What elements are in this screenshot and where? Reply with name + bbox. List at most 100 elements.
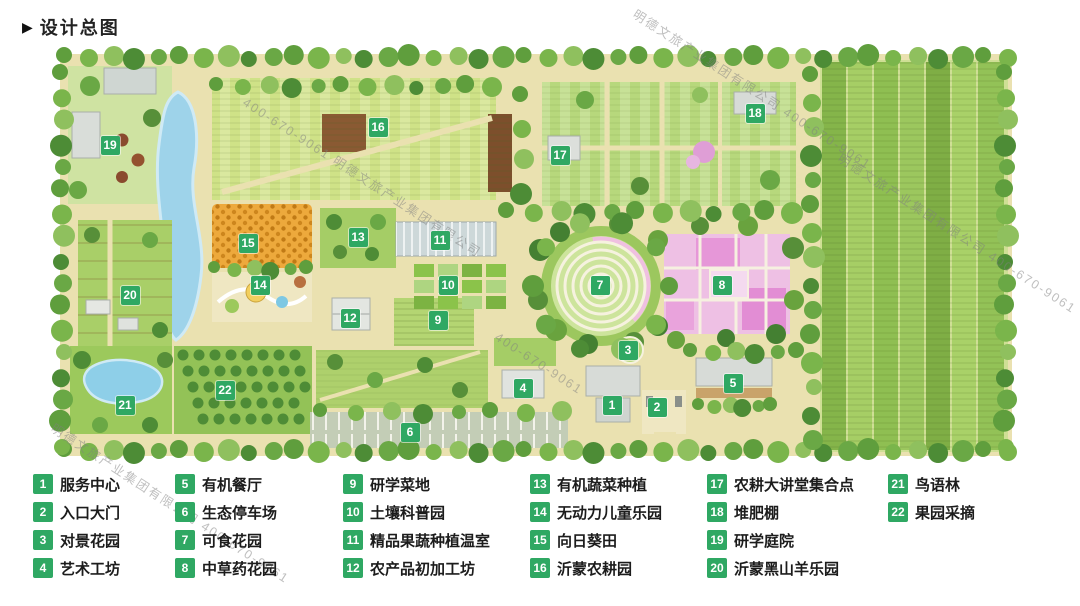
map-number-marker: 14 (250, 275, 270, 295)
legend-item: 1 服务中心 (33, 474, 120, 494)
map-number-marker: 15 (238, 233, 258, 253)
legend-item-number: 14 (530, 502, 550, 522)
legend-item-number: 10 (343, 502, 363, 522)
legend-item: 2 入口大门 (33, 502, 120, 522)
legend-item-number: 7 (175, 530, 195, 550)
map-number-marker: 10 (438, 275, 458, 295)
legend-item: 4 艺术工坊 (33, 558, 120, 578)
legend-item-label: 向日葵田 (557, 532, 618, 550)
legend-item-label: 艺术工坊 (60, 560, 121, 578)
zone-sunflower-field (212, 204, 312, 268)
map-number-marker: 3 (618, 340, 638, 360)
legend-item: 21 鸟语林 (888, 474, 975, 494)
legend-item: 7 可食花园 (175, 530, 277, 550)
legend-item-label: 可食花园 (202, 532, 263, 550)
legend-item-label: 精品果蔬种植温室 (370, 532, 491, 550)
legend-item: 6 生态停车场 (175, 502, 277, 522)
legend-item-label: 中草药花园 (202, 560, 278, 578)
map-number-marker: 19 (100, 135, 120, 155)
legend-item-number: 12 (343, 558, 363, 578)
map-number-marker: 18 (745, 103, 765, 123)
legend-item-number: 4 (33, 558, 53, 578)
legend-item-number: 22 (888, 502, 908, 522)
legend-item-number: 17 (707, 474, 727, 494)
legend-item-number: 6 (175, 502, 195, 522)
map-number-marker: 21 (115, 395, 135, 415)
legend-item-number: 15 (530, 530, 550, 550)
map-number-marker: 11 (430, 230, 450, 250)
trees-layer (49, 44, 1019, 464)
legend-item-label: 服务中心 (60, 476, 121, 494)
map-number-marker: 5 (723, 373, 743, 393)
legend-item: 9 研学菜地 (343, 474, 490, 494)
legend-item: 17 农耕大讲堂集合点 (707, 474, 854, 494)
legend-item-label: 土壤科普园 (370, 504, 446, 522)
legend-item-number: 3 (33, 530, 53, 550)
zone-study-courtyard (68, 66, 172, 204)
legend-column: 13 有机蔬菜种植 14 无动力儿童乐园 15 向日葵田 16 沂蒙农耕园 (530, 474, 662, 586)
legend-item: 15 向日葵田 (530, 530, 662, 550)
legend-item: 8 中草药花园 (175, 558, 277, 578)
legend-item-number: 8 (175, 558, 195, 578)
legend-item-number: 16 (530, 558, 550, 578)
map-number-marker: 12 (340, 308, 360, 328)
map-number-marker: 6 (400, 422, 420, 442)
zone-organic-vegetables (320, 208, 396, 268)
legend-item: 14 无动力儿童乐园 (530, 502, 662, 522)
legend-item: 18 堆肥棚 (707, 502, 854, 522)
legend-item: 10 土壤科普园 (343, 502, 490, 522)
service-center-building (585, 365, 641, 397)
legend-item-label: 农耕大讲堂集合点 (734, 476, 855, 494)
legend-column: 9 研学菜地 10 土壤科普园 11 精品果蔬种植温室 12 农产品初加工坊 (343, 474, 490, 586)
legend-item-label: 生态停车场 (202, 504, 278, 522)
map-number-marker: 1 (602, 395, 622, 415)
legend-item: 13 有机蔬菜种植 (530, 474, 662, 494)
legend-item-number: 11 (343, 530, 363, 550)
title-arrow-icon: ▶ (22, 19, 33, 35)
legend-item-number: 18 (707, 502, 727, 522)
map-number-marker: 4 (513, 378, 533, 398)
legend-item-number: 2 (33, 502, 53, 522)
map-number-marker: 16 (368, 117, 388, 137)
legend-item: 11 精品果蔬种植温室 (343, 530, 490, 550)
legend-item-label: 堆肥棚 (734, 504, 780, 522)
legend-item-label: 研学菜地 (370, 476, 431, 494)
zone-hedges-south (316, 338, 556, 408)
map-number-marker: 20 (120, 285, 140, 305)
legend-item-label: 农产品初加工坊 (370, 560, 476, 578)
crop-fields-east (820, 60, 1008, 452)
legend-item-number: 13 (530, 474, 550, 494)
plots-layer (177, 264, 506, 425)
south-buildings (501, 336, 773, 452)
map-number-marker: 2 (647, 397, 667, 417)
legend-item-label: 无动力儿童乐园 (557, 504, 663, 522)
zone-bird-forest (70, 346, 173, 434)
legend-item-label: 有机蔬菜种植 (557, 476, 648, 494)
legend-item-number: 1 (33, 474, 53, 494)
legend-item-label: 研学庭院 (734, 532, 795, 550)
map-number-marker: 8 (712, 275, 732, 295)
zone-yimeng-farming (212, 78, 512, 200)
legend-item-label: 入口大门 (60, 504, 121, 522)
legend-item: 12 农产品初加工坊 (343, 558, 490, 578)
legend-item-label: 沂蒙农耕园 (557, 560, 633, 578)
legend-item-label: 沂蒙黑山羊乐园 (734, 560, 840, 578)
zone-northeast-fields (542, 82, 796, 206)
legend-item-number: 9 (343, 474, 363, 494)
map-number-marker: 22 (215, 380, 235, 400)
legend-item-label: 鸟语林 (915, 476, 961, 494)
zone-children-playground (212, 272, 312, 322)
legend-item-number: 21 (888, 474, 908, 494)
map-number-marker: 17 (550, 145, 570, 165)
